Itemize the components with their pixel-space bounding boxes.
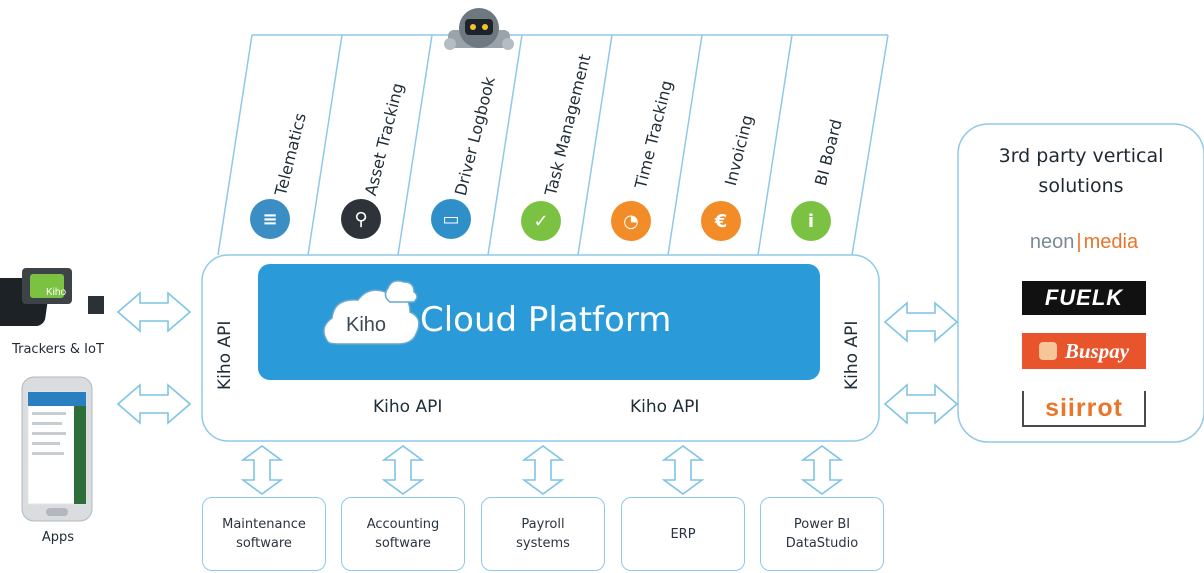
time-tracking-icon: ◔ — [611, 201, 651, 241]
brand-neon-text: neon — [1029, 230, 1075, 253]
system-box-maintenance: Maintenance software — [202, 497, 326, 571]
third-party-title-line2: solutions — [1038, 175, 1124, 197]
brand-fuelk-logo: FUELK — [1022, 281, 1146, 315]
module-divider — [307, 34, 343, 256]
module-divider — [217, 34, 253, 256]
arrow-platform-thirdparty-1 — [884, 302, 958, 342]
third-party-title-line1: 3rd party vertical — [998, 145, 1164, 167]
system-label-line2: software — [236, 536, 292, 551]
brand-media-text: media — [1083, 230, 1139, 253]
system-box-payroll: Payroll systems — [481, 497, 605, 571]
module-panels — [217, 34, 889, 256]
module-divider — [577, 34, 613, 256]
arrow-platform-powerbi — [802, 445, 842, 495]
arrow-platform-erp — [663, 445, 703, 495]
system-label-line1: Accounting — [366, 517, 440, 532]
module-divider — [851, 34, 889, 256]
brand-siirrot-logo: siirrot — [1022, 391, 1146, 427]
trackers-label: Trackers & IoT — [12, 342, 104, 357]
system-label-line1: Maintenance — [222, 517, 306, 532]
buspay-face-icon — [1038, 342, 1057, 360]
arrow-platform-accounting — [383, 445, 423, 495]
module-divider — [757, 34, 793, 256]
asset-tracking-icon: ⚲ — [341, 199, 381, 239]
invoicing-icon: € — [701, 201, 741, 241]
brand-buspay-logo: Buspay — [1022, 333, 1146, 369]
module-divider — [487, 34, 523, 256]
driver-logbook-icon: ▭ — [431, 199, 471, 239]
robot-mascot-icon — [444, 8, 514, 50]
tracker-mark: Kiho — [45, 287, 66, 298]
kiho-api-left: Kiho API — [215, 320, 235, 390]
phone-app-icon — [21, 376, 93, 522]
module-divider — [667, 34, 703, 256]
cloud-platform-title: Cloud Platform — [420, 300, 672, 340]
bi-board-icon: i — [791, 201, 831, 241]
kiho-logo-text: Kiho — [345, 314, 387, 336]
module-divider — [397, 34, 433, 256]
arrow-platform-thirdparty-2 — [884, 384, 958, 424]
brand-buspay-text: Buspay — [1064, 338, 1130, 363]
brand-siirrot-text: siirrot — [1045, 393, 1123, 422]
system-label-line1: Payroll — [521, 517, 565, 532]
arrow-apps-platform — [117, 384, 191, 424]
tracker-device-icon — [0, 268, 104, 326]
system-label-line1: Power BI — [793, 517, 851, 532]
system-label-line2: software — [375, 536, 431, 551]
third-party-title: 3rd party vertical solutions — [960, 141, 1202, 201]
arrow-platform-payroll — [523, 445, 563, 495]
system-label-line2: systems — [516, 536, 570, 551]
kiho-api-right: Kiho API — [842, 320, 862, 390]
arrow-platform-maintenance — [242, 445, 282, 495]
brand-neonmedia-logo: neon | media — [1029, 230, 1139, 253]
telematics-icon: ≡ — [250, 199, 290, 239]
kiho-api-bottom-2: Kiho API — [630, 397, 700, 417]
system-box-erp: ERP — [621, 497, 745, 571]
apps-label: Apps — [41, 530, 75, 545]
task-management-icon: ✓ — [521, 201, 561, 241]
kiho-api-bottom-1: Kiho API — [373, 397, 443, 417]
kiho-cloud-logo — [323, 280, 420, 345]
system-label-line2: DataStudio — [785, 536, 859, 551]
arrow-trackers-platform — [117, 292, 191, 332]
system-label-line1: ERP — [670, 526, 696, 542]
system-box-accounting: Accounting software — [341, 497, 465, 571]
brand-fuelk-text: FUELK — [1044, 285, 1124, 310]
system-box-powerbi: Power BI DataStudio — [760, 497, 884, 571]
